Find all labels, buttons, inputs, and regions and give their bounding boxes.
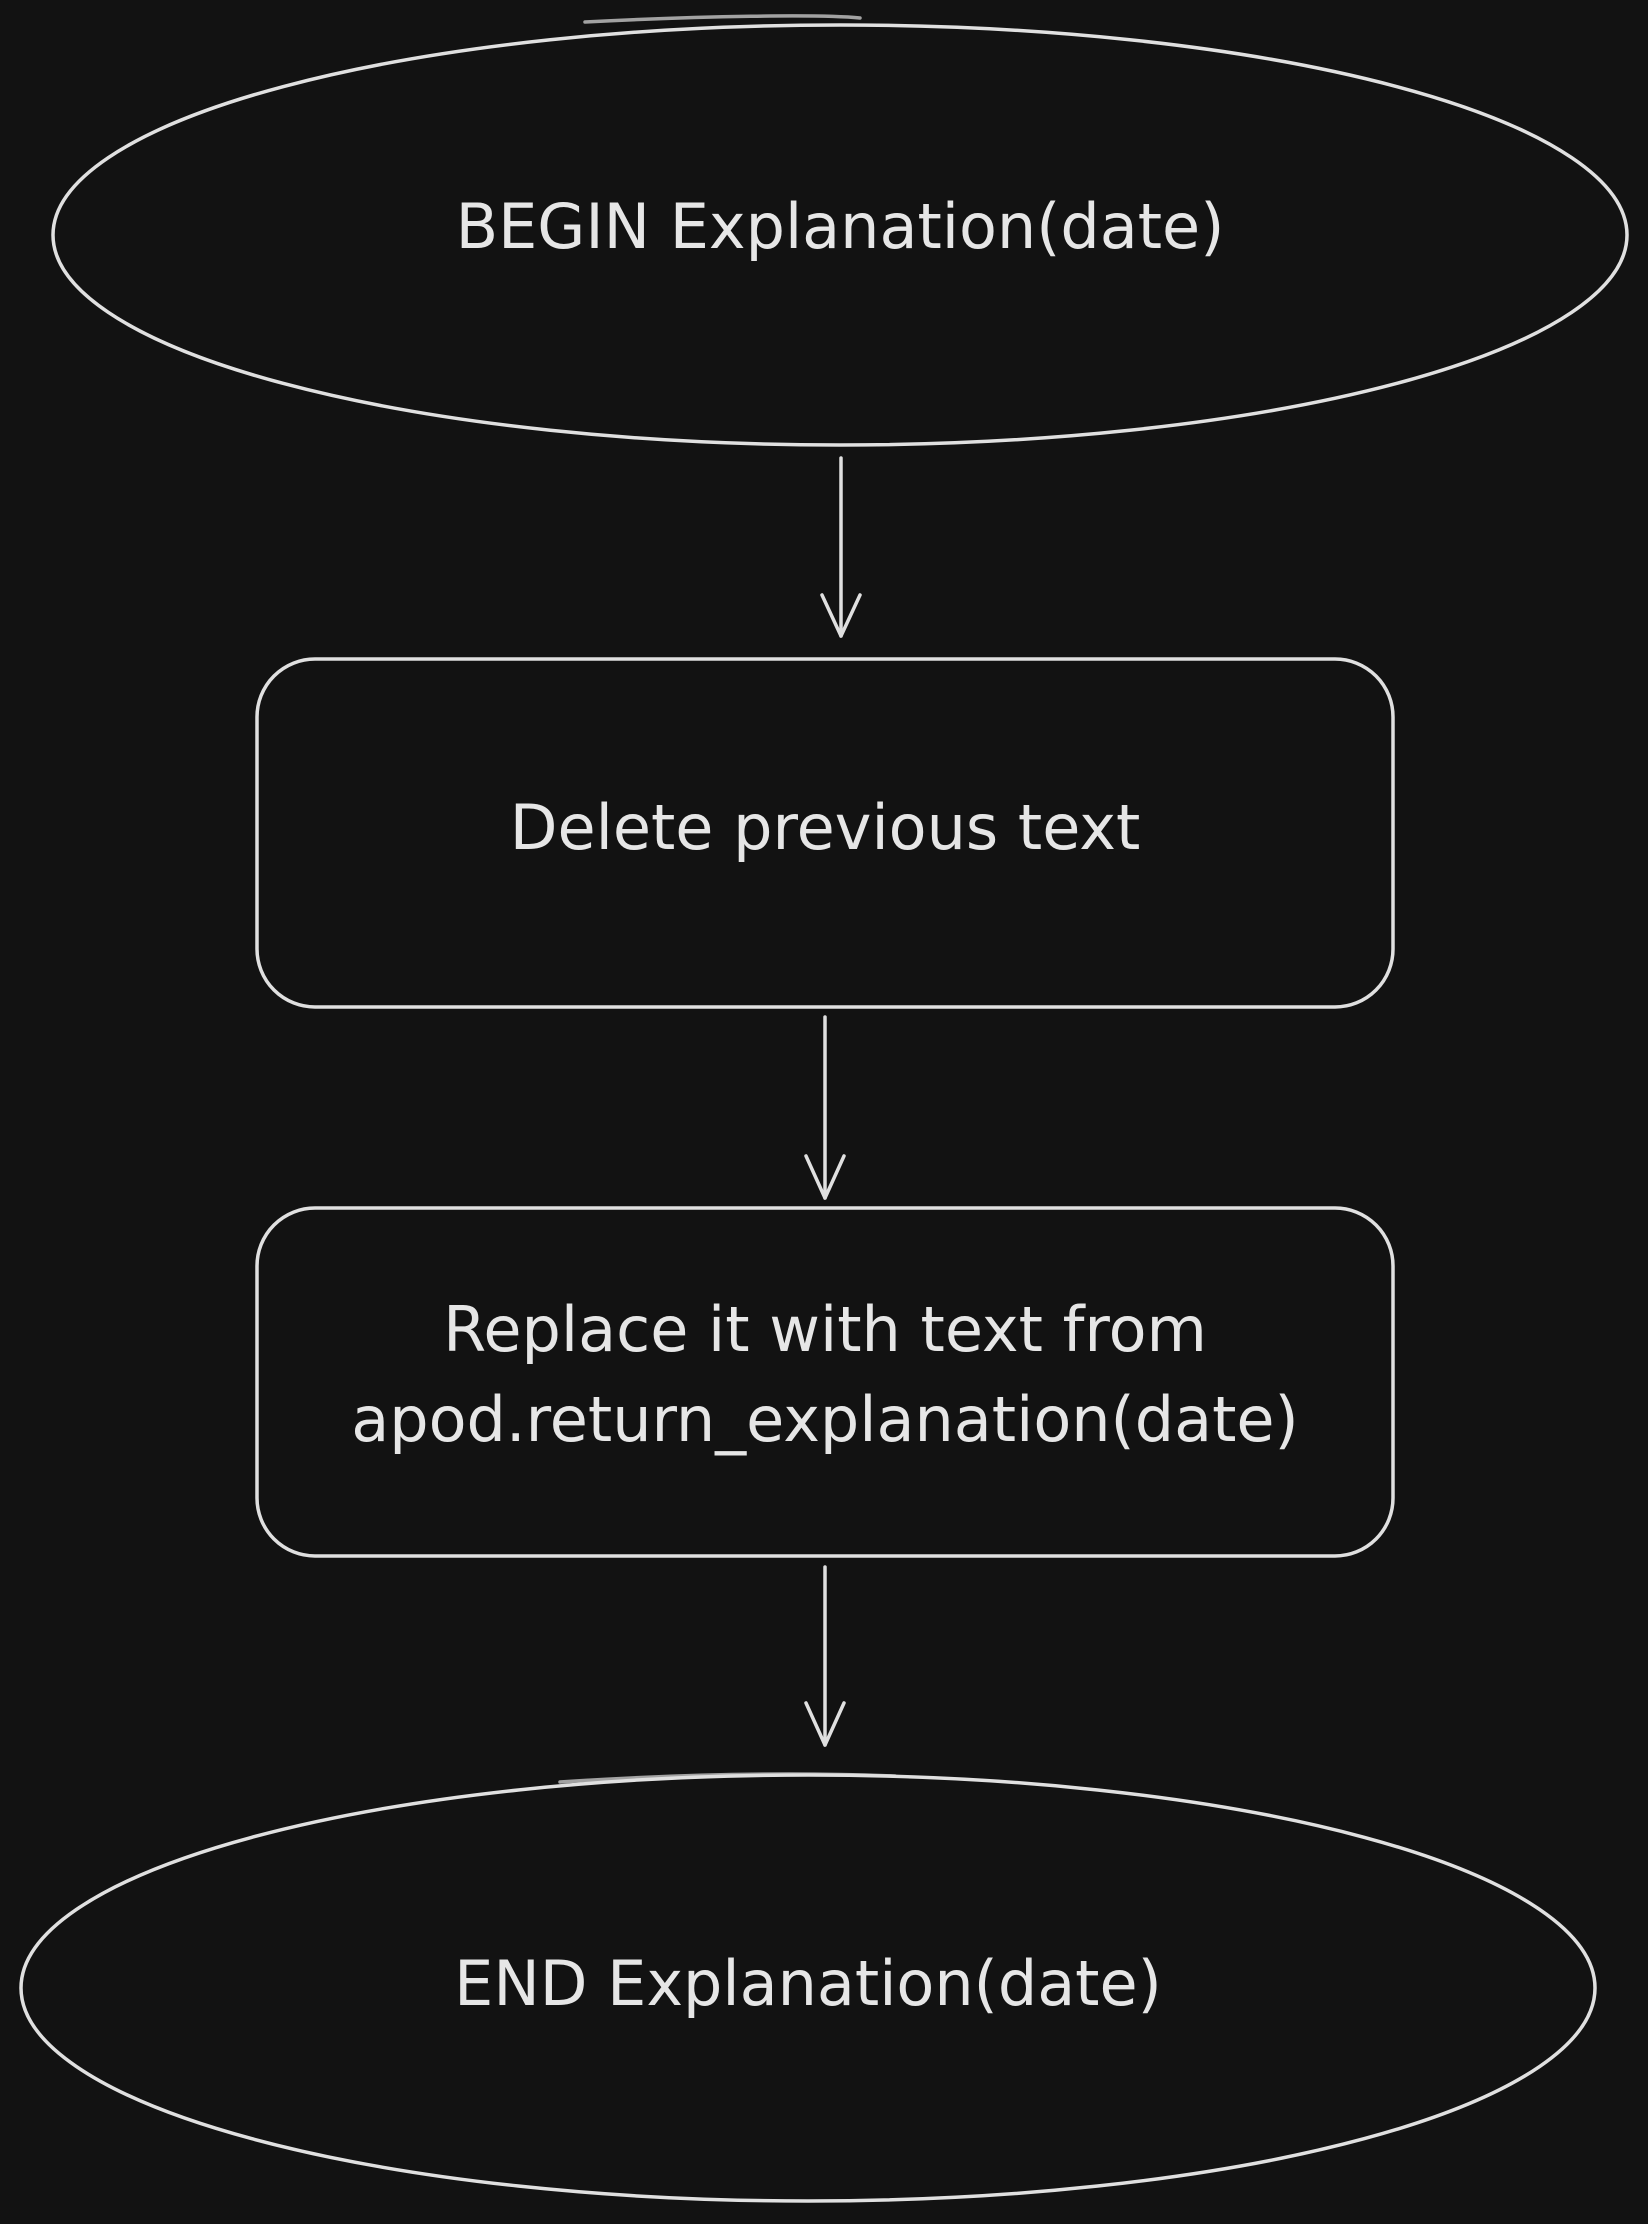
edge-delete-to-replace <box>804 1015 846 1200</box>
edge-replace-to-end <box>804 1565 846 1747</box>
process-node-replace-label-line2: apod.return_explanation(date) <box>351 1383 1298 1456</box>
end-node: END Explanation(date) <box>19 1772 1597 2203</box>
process-node-replace-label-line1: Replace it with text from <box>443 1293 1207 1366</box>
process-node-delete: Delete previous text <box>255 657 1395 1009</box>
end-node-label: END Explanation(date) <box>454 1947 1162 2020</box>
start-node-label: BEGIN Explanation(date) <box>456 190 1225 263</box>
process-node-replace: Replace it with text from apod.return_ex… <box>255 1206 1395 1558</box>
edge-begin-to-delete <box>820 456 862 638</box>
start-node: BEGIN Explanation(date) <box>51 14 1629 447</box>
process-node-delete-label: Delete previous text <box>510 791 1141 864</box>
